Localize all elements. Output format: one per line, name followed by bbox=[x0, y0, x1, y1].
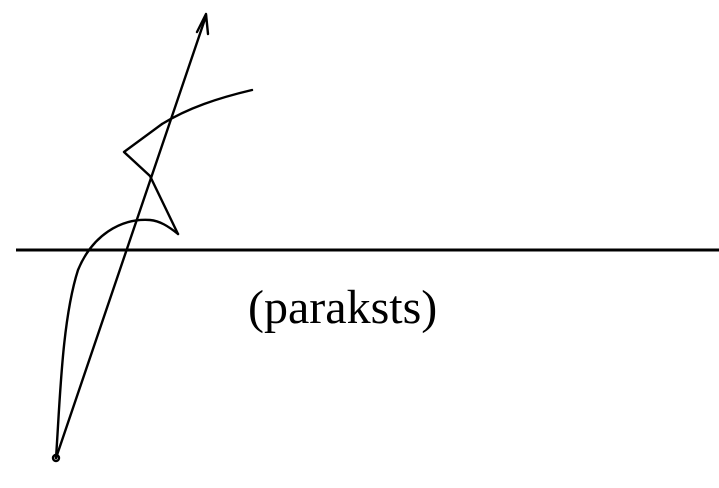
signature-caption: (paraksts) bbox=[248, 281, 438, 334]
handwritten-signature bbox=[51, 12, 254, 463]
